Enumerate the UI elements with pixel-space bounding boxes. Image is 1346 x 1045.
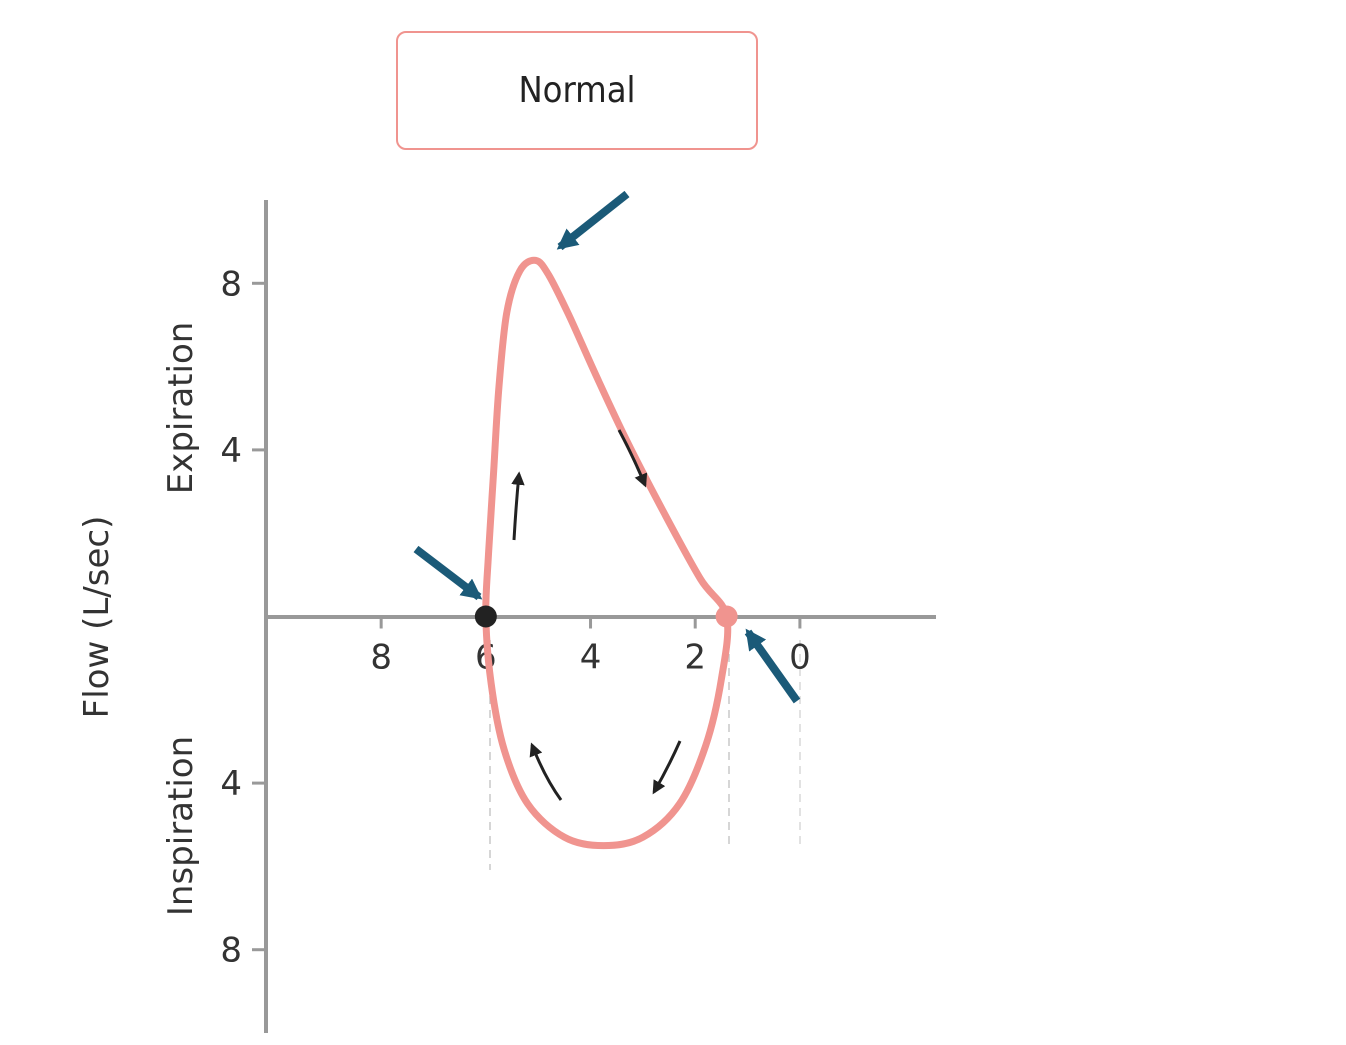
expiration-label: Expiration bbox=[161, 322, 201, 495]
point-markers bbox=[474, 605, 738, 628]
x-tick-label: 2 bbox=[684, 638, 706, 678]
x-tick-label: 4 bbox=[580, 638, 602, 678]
x-tick-label: 8 bbox=[370, 638, 392, 678]
highlight-arrows bbox=[413, 190, 801, 704]
guide-lines bbox=[489, 640, 801, 870]
y-tick-label: 8 bbox=[220, 931, 242, 971]
residual-volume-arrow bbox=[413, 545, 483, 601]
chart-title: Normal bbox=[518, 70, 636, 111]
x-tick-label: 0 bbox=[789, 638, 811, 678]
direction-arrow-down-right bbox=[617, 429, 648, 488]
total-lung-capacity-marker bbox=[715, 605, 738, 628]
y-axis-title: Flow (L/sec) bbox=[77, 516, 117, 719]
axes bbox=[264, 200, 936, 1033]
peak-flow-arrow bbox=[556, 190, 630, 251]
y-tick-label: 4 bbox=[220, 764, 242, 804]
y-ticks: 8 4 4 8 bbox=[220, 264, 266, 971]
direction-arrows bbox=[511, 429, 682, 801]
total-lung-capacity-arrow bbox=[744, 628, 801, 704]
y-tick-label: 4 bbox=[220, 431, 242, 471]
direction-arrow-up bbox=[511, 471, 525, 541]
flow-volume-loop bbox=[482, 256, 732, 850]
residual-volume-marker bbox=[474, 605, 497, 628]
direction-arrow-up-left bbox=[529, 742, 563, 801]
chart-title-box: Normal bbox=[396, 31, 758, 150]
inspiration-label: Inspiration bbox=[161, 736, 201, 916]
y-tick-label: 8 bbox=[220, 264, 242, 304]
direction-arrow-down-left bbox=[652, 740, 682, 795]
